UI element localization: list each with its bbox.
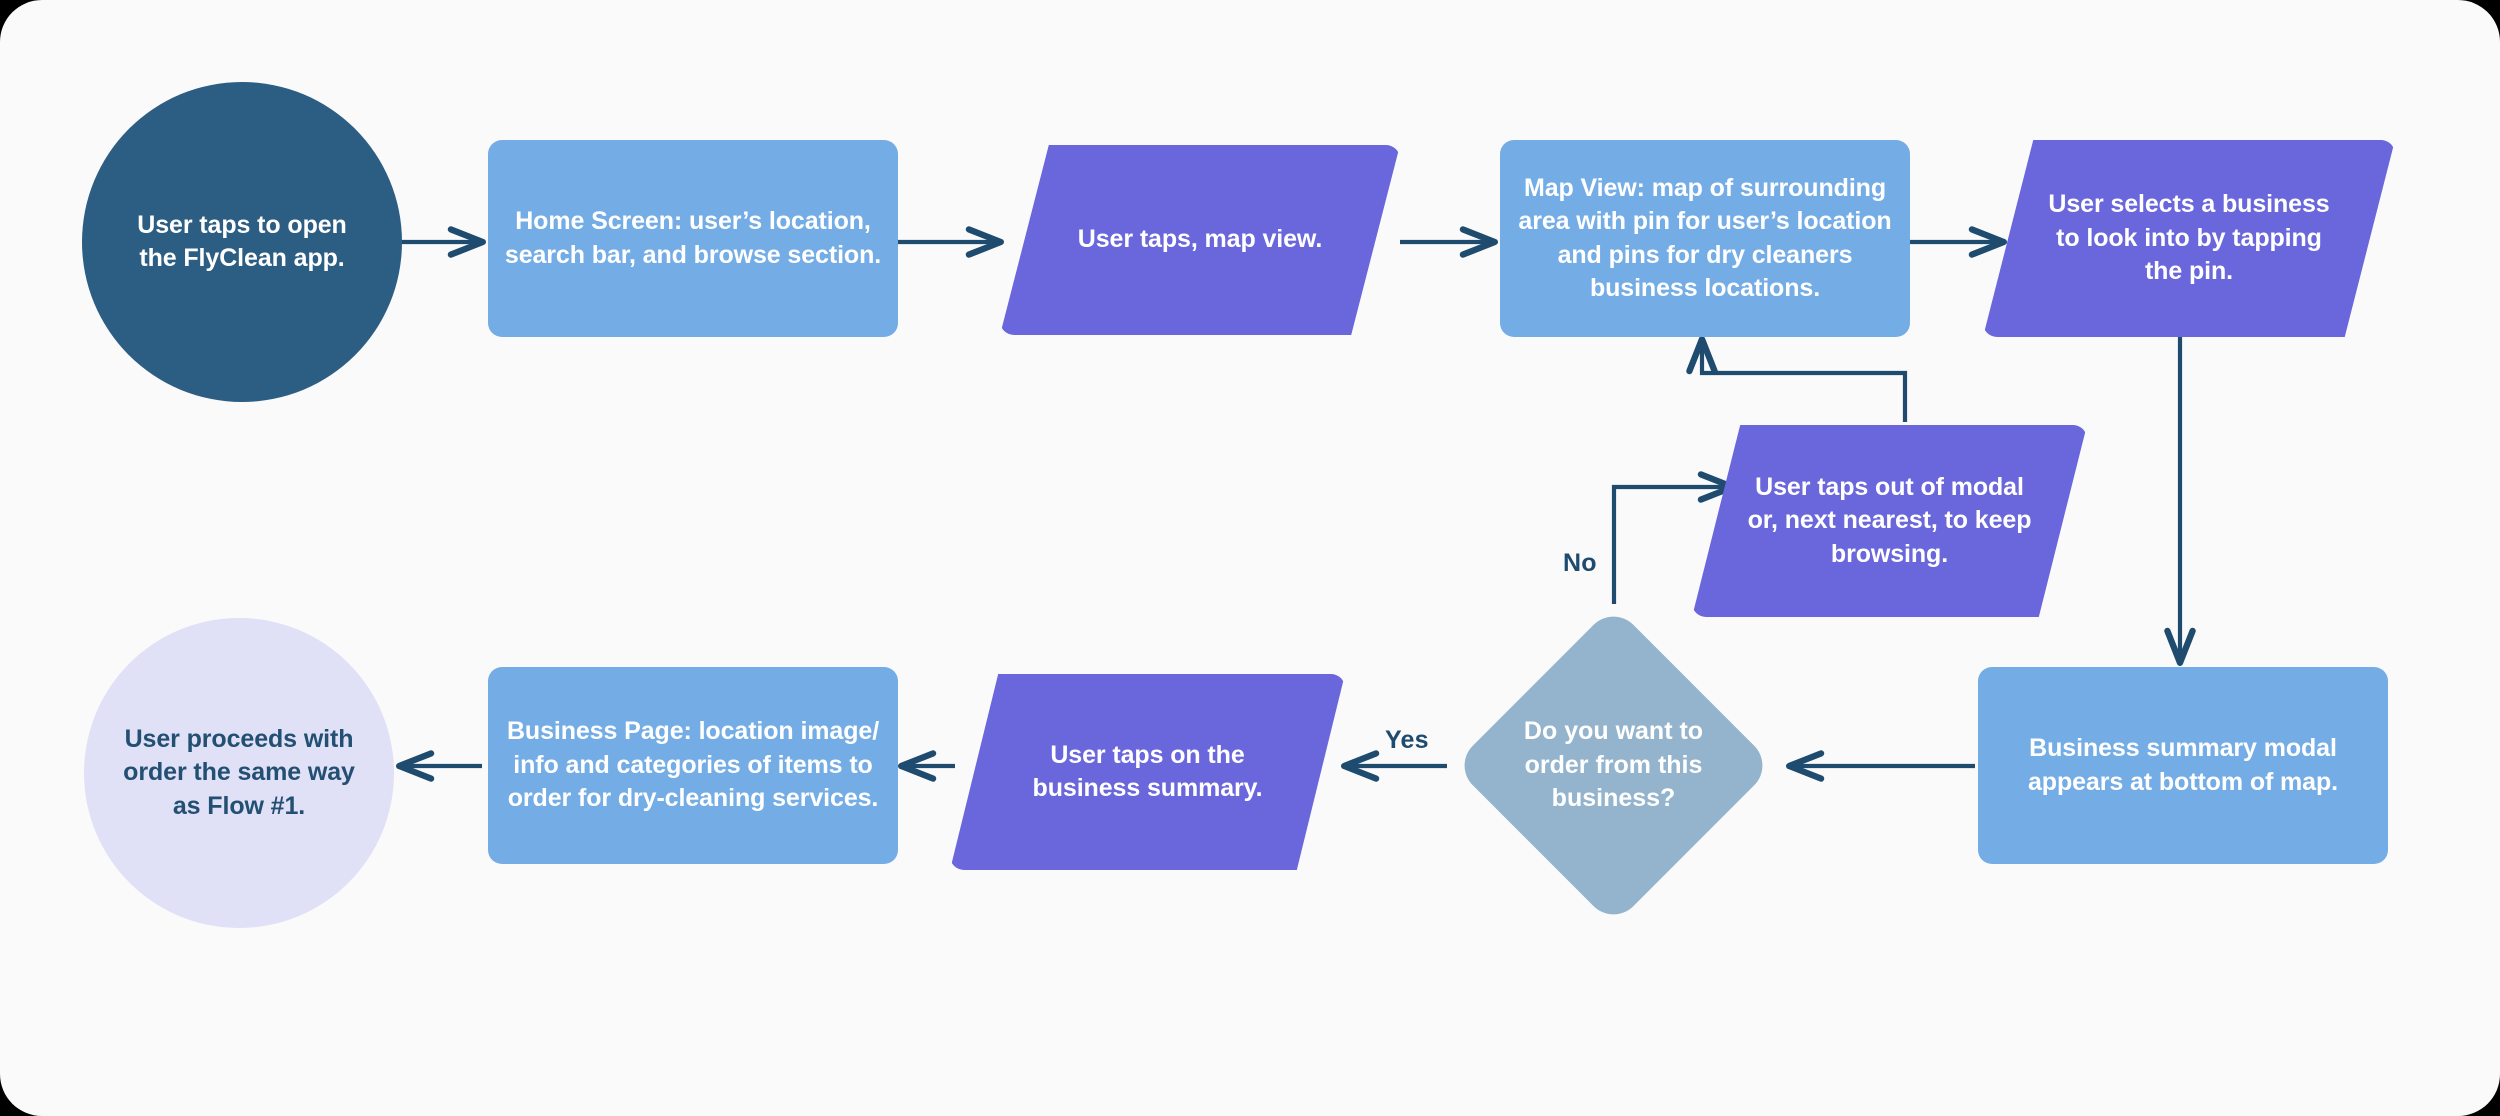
node-business-page[interactable]: Business Page: location image/ info and … xyxy=(488,667,898,864)
node-home-screen[interactable]: Home Screen: user’s location, search bar… xyxy=(488,140,898,337)
node-decision-label: Do you want to order from this business? xyxy=(1523,717,1704,813)
edge-modal-loop-to-mapview xyxy=(1686,336,1908,422)
node-start-label: User taps to open the FlyClean app. xyxy=(137,210,347,273)
node-end-label: User proceeds with order the same way as… xyxy=(123,724,355,820)
node-selects-business-label: User selects a business to look into by … xyxy=(2048,190,2330,286)
node-home-screen-label: Home Screen: user’s location, search bar… xyxy=(504,207,882,269)
edge-label-no: No xyxy=(1563,549,1597,577)
node-taps-map-view-label: User taps, map view. xyxy=(1077,225,1323,254)
node-decision[interactable]: Do you want to order from this business? xyxy=(1452,604,1775,927)
node-taps-summary[interactable]: User taps on the business summary. xyxy=(950,674,1345,870)
node-map-view-label: Map View: map of surrounding area with p… xyxy=(1518,173,1892,303)
node-taps-out-modal[interactable]: User taps out of modal or, next nearest,… xyxy=(1692,425,2087,617)
node-selects-business[interactable]: User selects a business to look into by … xyxy=(1983,140,2395,337)
node-start[interactable]: User taps to open the FlyClean app. xyxy=(82,82,402,402)
edge-label-yes: Yes xyxy=(1385,726,1429,754)
node-taps-out-modal-label: User taps out of modal or, next nearest,… xyxy=(1747,472,2032,568)
node-summary-modal[interactable]: Business summary modal appears at bottom… xyxy=(1978,667,2388,864)
node-business-page-label: Business Page: location image/ info and … xyxy=(506,717,880,813)
node-end[interactable]: User proceeds with order the same way as… xyxy=(84,618,394,928)
node-taps-summary-label: User taps on the business summary. xyxy=(1032,740,1263,803)
node-taps-map-view[interactable]: User taps, map view. xyxy=(1000,145,1400,335)
node-map-view[interactable]: Map View: map of surrounding area with p… xyxy=(1500,140,1910,337)
node-summary-modal-label: Business summary modal appears at bottom… xyxy=(2027,734,2339,796)
